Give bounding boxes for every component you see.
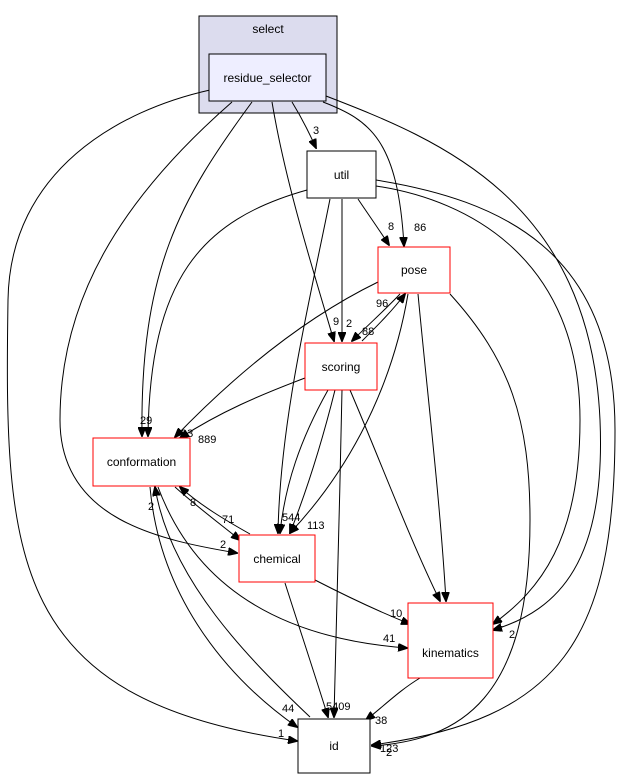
edge-label: 2 — [346, 318, 352, 330]
node-chemical[interactable]: chemical — [238, 534, 316, 583]
edge-label: 544 — [282, 512, 300, 524]
edge-kinematics-id — [366, 677, 421, 720]
edge-id-conformation — [155, 487, 311, 718]
node-label: scoring — [322, 360, 361, 374]
edge-chemical-id — [284, 582, 328, 717]
edge-util-chemical — [278, 198, 331, 533]
edge-chemical-kinematics — [314, 579, 410, 624]
edge-scoring-conformation — [180, 377, 306, 438]
edge-label: 71 — [222, 514, 234, 526]
edge-scoring-kinematics — [349, 389, 440, 601]
edge-label: 2 — [509, 629, 515, 641]
edge-conformation-id — [149, 486, 297, 727]
edge-label: 86 — [414, 222, 426, 234]
edge-util-pose — [357, 198, 389, 245]
node-util[interactable]: util — [306, 150, 377, 199]
edge-label: 29 — [140, 415, 152, 427]
edge-util-id — [372, 179, 616, 745]
node-label: pose — [401, 263, 427, 277]
edge-pose-id — [372, 293, 531, 746]
node-label: chemical — [253, 552, 300, 566]
node-conformation[interactable]: conformation — [92, 437, 191, 487]
node-label: kinematics — [422, 646, 479, 660]
edge-label: 8 — [190, 497, 196, 509]
edge-label: 5409 — [326, 701, 350, 713]
edge-label: 8 — [388, 221, 394, 233]
node-label: conformation — [107, 455, 176, 469]
node-kinematics[interactable]: kinematics — [407, 602, 494, 679]
edge-label: 93 — [181, 428, 193, 440]
edge-residue-selector-util — [291, 101, 316, 148]
edge-label: 88 — [362, 326, 374, 338]
edge-residue-selector-pose — [322, 101, 404, 246]
edge-label: 96 — [376, 298, 388, 310]
edge-util-conformation — [148, 189, 308, 436]
edge-pose-kinematics — [417, 293, 446, 601]
edge-residue-selector-scoring — [271, 101, 334, 341]
edge-label: 9 — [333, 316, 339, 328]
edge-label: 3 — [313, 125, 319, 137]
node-label: util — [334, 168, 349, 182]
edge-label: 38 — [375, 715, 387, 727]
node-pose[interactable]: pose — [377, 246, 451, 294]
edge-label: 1 — [497, 618, 503, 630]
edge-label: 889 — [198, 434, 216, 446]
edge-label: 41 — [383, 633, 395, 645]
edge-scoring-pose — [361, 294, 405, 342]
node-scoring[interactable]: scoring — [304, 342, 378, 391]
edge-residue-selector-conformation — [142, 101, 253, 436]
node-label: residue_selector — [223, 71, 311, 85]
edge-conformation-kinematics — [157, 486, 407, 648]
edge-label: 2 — [220, 539, 226, 551]
node-id[interactable]: id — [297, 718, 371, 774]
edge-util-kinematics — [375, 185, 581, 624]
edge-label: 44 — [282, 703, 294, 715]
edge-label: 113 — [307, 520, 325, 532]
edge-label: 1 — [278, 728, 284, 740]
edge-pose-conformation — [175, 281, 379, 437]
cluster-select-label: select — [252, 22, 284, 36]
edge-label: 2 — [386, 747, 392, 759]
node-label: id — [329, 739, 338, 753]
edge-label: 123 — [380, 743, 398, 755]
edge-residue-selector-chemical — [59, 101, 237, 553]
edge-residue-selector-kinematics — [325, 95, 602, 630]
edge-label: 2 — [148, 501, 154, 513]
edge-pose-chemical — [290, 293, 409, 533]
edge-label: 10 — [390, 608, 402, 620]
edge-pose-scoring — [352, 293, 401, 341]
node-residue-selector[interactable]: residue_selector — [208, 53, 327, 102]
edge-scoring-id — [334, 389, 343, 717]
edge-scoring-chemical-2 — [290, 389, 336, 533]
edge-chemical-conformation — [180, 487, 251, 535]
edges — [6, 89, 616, 746]
edge-residue-selector-id — [6, 89, 297, 741]
edge-scoring-chemical-1 — [280, 389, 329, 533]
